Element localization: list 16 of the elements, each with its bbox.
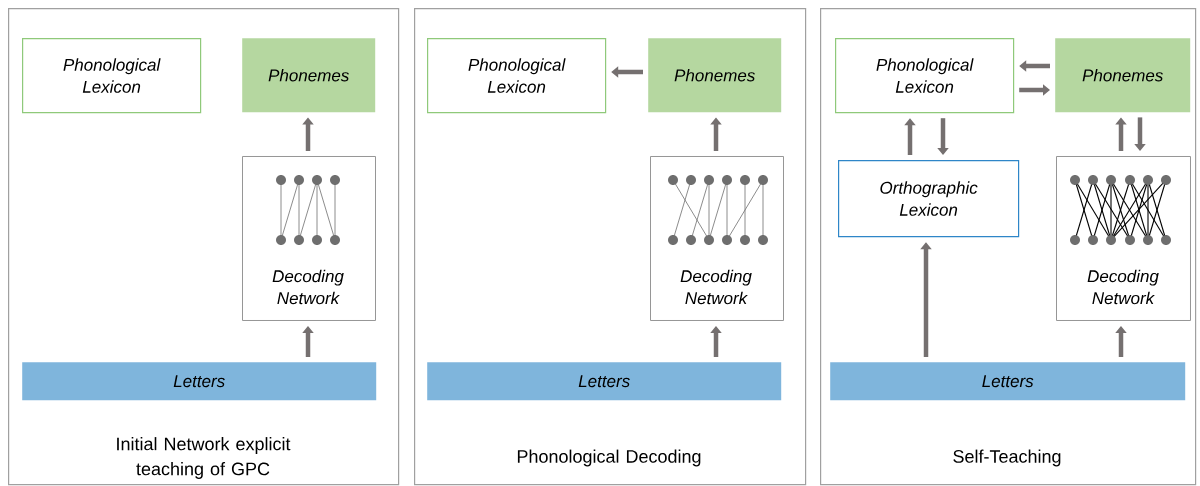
network-box: Decoding Network [650,156,784,321]
lexicon-box: Orthographic Lexicon [838,160,1020,238]
panel-caption: Self-Teaching [953,449,1061,467]
phonemes-box: Phonemes [1055,38,1191,113]
network-box: Decoding Network [1056,156,1191,321]
phonemes-box: Phonemes [648,38,782,113]
lexicon-box: Phonological Lexicon [427,38,607,114]
letters-bar: Letters [427,362,782,401]
letters-bar: Letters [22,362,377,401]
letters-bar: Letters [830,362,1186,401]
lexicon-box: Phonological Lexicon [835,38,1015,114]
panel-caption: Phonological Decoding [517,449,701,467]
panel-caption: Initial Network explicit teaching of GPC [117,437,291,479]
phonemes-box: Phonemes [242,38,376,113]
network-box: Decoding Network [242,156,376,321]
lexicon-box: Phonological Lexicon [22,38,202,114]
